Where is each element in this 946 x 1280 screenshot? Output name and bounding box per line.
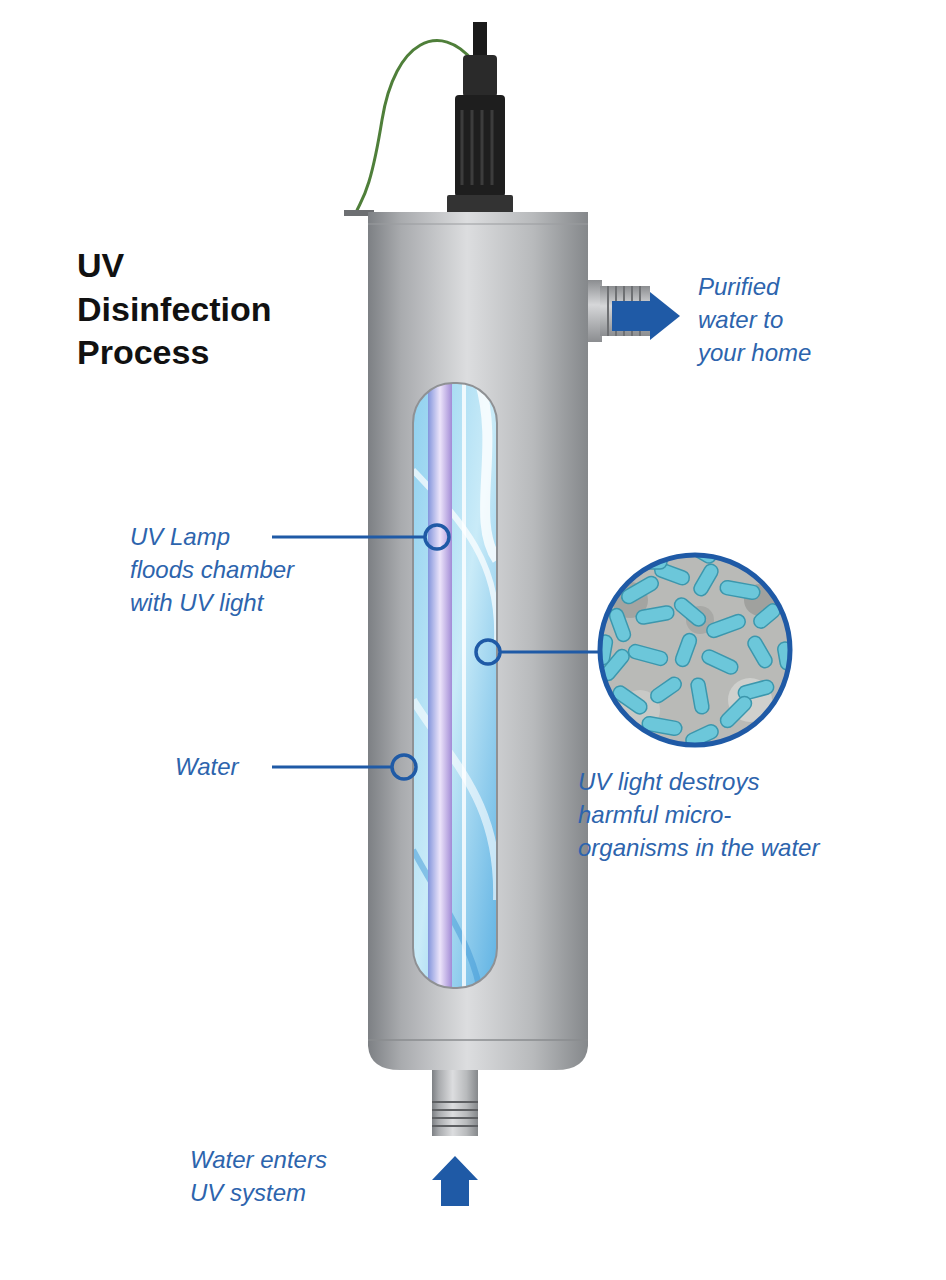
uv-chamber-housing — [368, 212, 588, 1070]
callout-label: Water — [175, 750, 265, 783]
bacteria-closeup — [595, 538, 796, 749]
callout-label: Purified water to your home — [698, 270, 823, 369]
text-holder: UV Lamp floods chamber with UV light — [130, 520, 297, 619]
leader-lines — [272, 525, 598, 779]
diagram-title: UV Disinfection Process — [77, 244, 297, 375]
callout-label: Water enters UV system — [190, 1143, 350, 1209]
callout-label: UV light destroys harmful micro- organis… — [578, 765, 833, 864]
inlet-pipe — [432, 1060, 478, 1136]
cutaway-window — [413, 383, 497, 990]
uv-lamp — [428, 383, 452, 988]
text-holder: Purified water to your home — [698, 270, 823, 369]
text-holder: UV light destroys harmful micro- organis… — [578, 765, 833, 864]
outflow-arrow — [612, 292, 680, 340]
callout-label: UV Lamp floods chamber with UV light — [130, 520, 297, 619]
inflow-arrow — [432, 1156, 478, 1206]
lamp-connector — [447, 22, 513, 214]
text-holder: UV Disinfection Process — [77, 244, 297, 375]
text-holder: Water enters UV system — [190, 1143, 350, 1209]
text-holder: Water — [175, 750, 265, 783]
